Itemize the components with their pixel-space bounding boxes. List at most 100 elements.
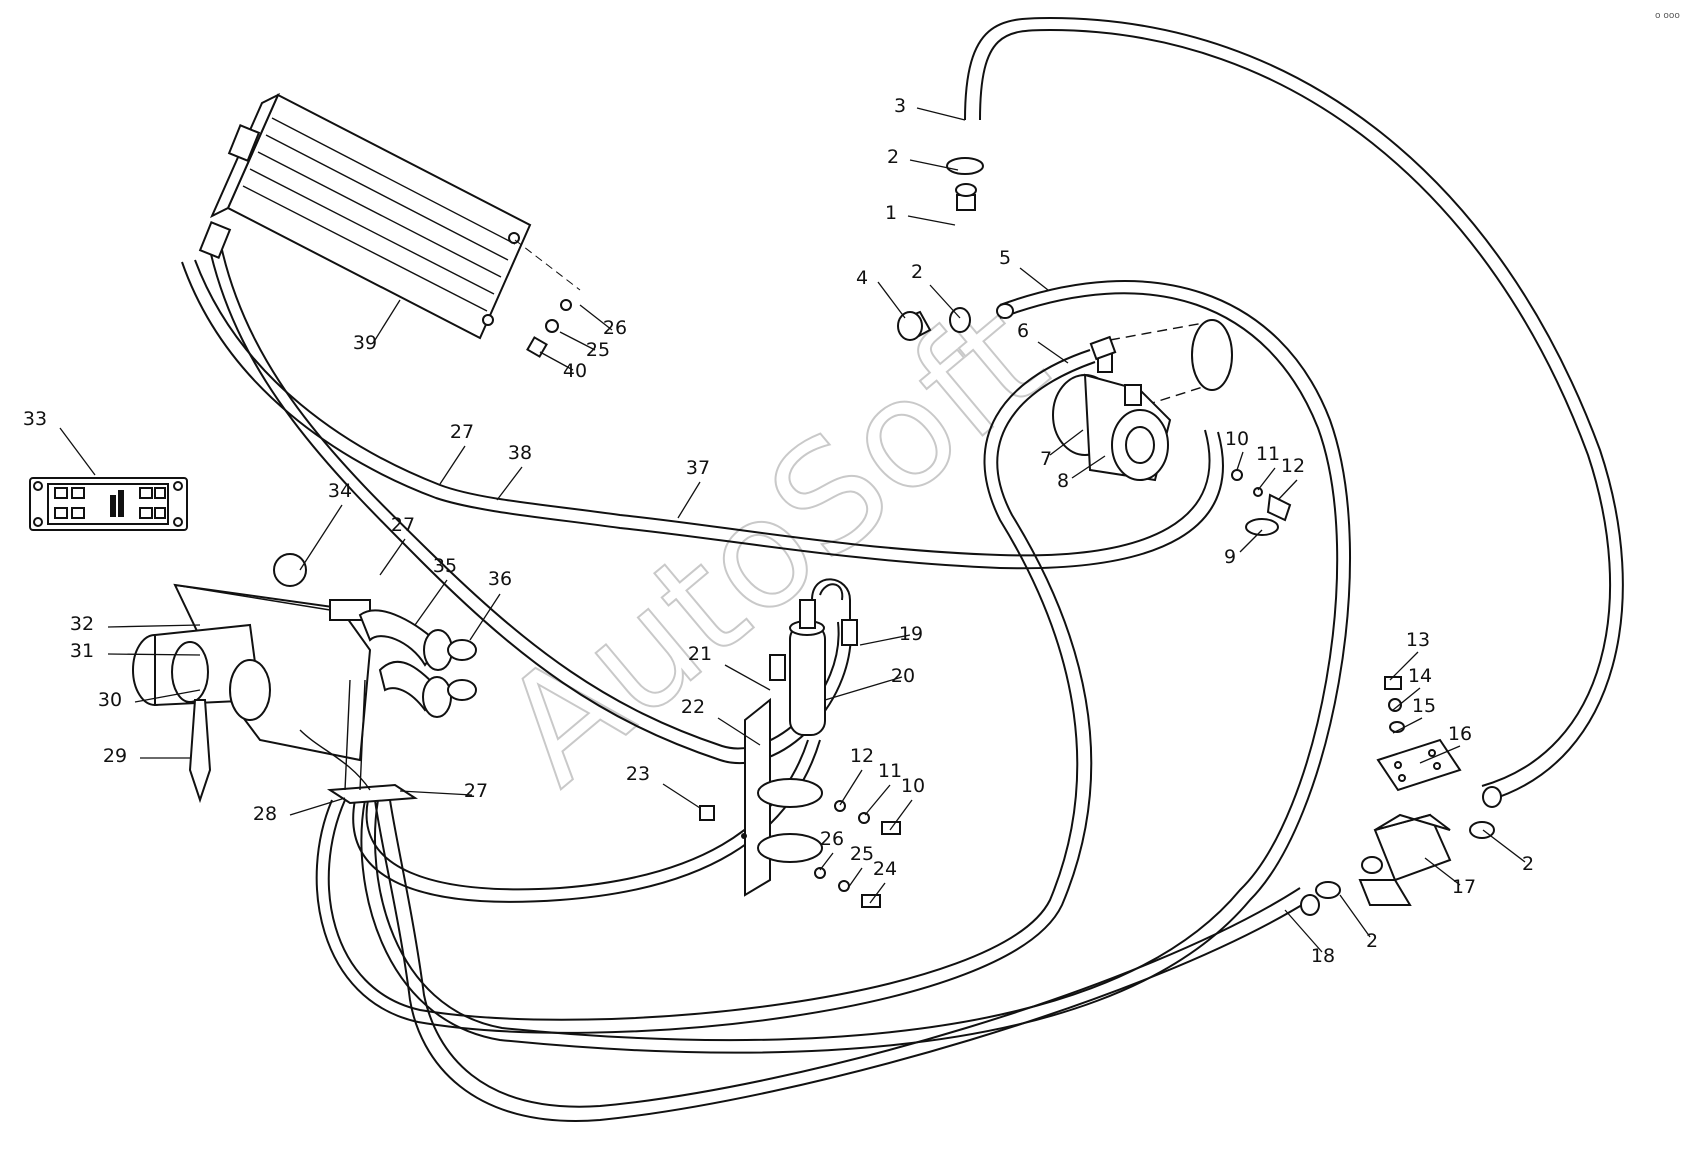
callout-leader-c-31 xyxy=(107,653,201,656)
callout-label-c-26a: 26 xyxy=(603,317,627,339)
callout-leader-c-5 xyxy=(1019,267,1049,291)
callout-label-c-8: 8 xyxy=(1057,470,1069,492)
callout-label-c-25a: 25 xyxy=(586,339,610,361)
callout-leader-c-34 xyxy=(299,504,343,571)
callout-label-c-34: 34 xyxy=(328,480,352,502)
callout-label-c-11b: 11 xyxy=(878,760,902,782)
callout-label-c-10a: 10 xyxy=(1225,428,1249,450)
callout-label-c-2b: 2 xyxy=(911,261,923,283)
callout-leader-c-11a xyxy=(1257,467,1276,491)
callout-leader-c-38 xyxy=(496,466,523,501)
callout-leader-c-1 xyxy=(907,215,956,226)
callout-label-c-24: 24 xyxy=(873,858,897,880)
callout-leader-c-2c xyxy=(1482,829,1526,863)
callout-label-c-10b: 10 xyxy=(901,775,925,797)
callout-leader-c-10a xyxy=(1236,451,1244,471)
callout-leader-c-37 xyxy=(677,481,701,519)
callout-leader-c-30 xyxy=(134,689,201,703)
callout-leader-c-26a xyxy=(579,304,613,331)
callout-label-c-17: 17 xyxy=(1452,876,1476,898)
callout-label-c-31: 31 xyxy=(70,640,94,662)
callout-label-c-7: 7 xyxy=(1040,448,1052,470)
callout-leader-c-12a xyxy=(1277,479,1298,501)
callout-label-c-2a: 2 xyxy=(887,146,899,168)
callout-leader-c-25b xyxy=(847,867,863,889)
callout-leader-c-3a xyxy=(916,107,966,121)
callout-leader-c-11b xyxy=(864,784,891,816)
callout-label-c-38: 38 xyxy=(508,442,532,464)
watermark: AutoSoft xyxy=(471,270,1076,817)
callout-label-c-25b: 25 xyxy=(850,843,874,865)
control-panel-33 xyxy=(29,477,188,531)
callout-label-c-16: 16 xyxy=(1448,723,1472,745)
callout-leader-c-36 xyxy=(469,593,501,641)
callout-label-c-2d: 2 xyxy=(1366,930,1378,952)
callout-label-c-37: 37 xyxy=(686,457,710,479)
callout-label-c-3a: 3 xyxy=(894,95,906,117)
callout-leader-c-20 xyxy=(824,676,903,701)
callout-label-c-26b: 26 xyxy=(820,828,844,850)
callout-leader-c-39 xyxy=(374,299,401,341)
callout-label-c-27b: 27 xyxy=(391,514,415,536)
callout-leader-c-28 xyxy=(289,797,346,816)
callout-leader-c-27a xyxy=(439,445,466,485)
callout-leader-c-33 xyxy=(59,427,96,476)
callout-label-c-15: 15 xyxy=(1412,695,1436,717)
callout-label-c-1: 1 xyxy=(885,202,897,224)
compressor-8 xyxy=(1052,319,1292,536)
callout-label-c-29: 29 xyxy=(103,745,127,767)
callout-leader-c-18 xyxy=(1284,909,1323,953)
callout-label-c-36: 36 xyxy=(488,568,512,590)
callout-label-c-22: 22 xyxy=(681,696,705,718)
callout-label-c-35: 35 xyxy=(433,555,457,577)
callout-leader-c-17 xyxy=(1424,857,1461,886)
callout-label-c-28: 28 xyxy=(253,803,277,825)
callout-leader-c-8 xyxy=(1071,455,1106,479)
callout-label-c-13: 13 xyxy=(1406,629,1430,651)
fittings-1-4 xyxy=(897,157,1014,341)
callout-leader-c-27b xyxy=(379,538,406,576)
callout-leader-c-15 xyxy=(1392,717,1423,734)
callout-label-c-19: 19 xyxy=(899,623,923,645)
callout-leader-c-35 xyxy=(414,579,448,626)
callout-leader-c-7 xyxy=(1049,429,1084,456)
condenser-39 xyxy=(198,92,581,358)
callout-leader-c-40 xyxy=(539,351,574,371)
callout-label-c-2c: 2 xyxy=(1522,853,1534,875)
callout-leader-c-19 xyxy=(859,634,911,646)
callout-label-c-40: 40 xyxy=(563,360,587,382)
callout-label-c-14: 14 xyxy=(1408,665,1432,687)
callout-label-c-21: 21 xyxy=(688,643,712,665)
evaporator-unit xyxy=(132,553,477,805)
callout-label-c-32: 32 xyxy=(70,613,94,635)
callout-leader-c-2a xyxy=(909,159,959,171)
callout-label-c-11a: 11 xyxy=(1256,443,1280,465)
callout-leader-c-2d xyxy=(1339,894,1371,938)
callout-leader-c-16 xyxy=(1419,745,1461,764)
callout-leader-c-21 xyxy=(724,664,771,691)
callout-label-c-12b: 12 xyxy=(850,745,874,767)
callout-leader-c-22 xyxy=(717,717,761,746)
callout-leader-c-32 xyxy=(107,624,201,628)
callout-label-c-6: 6 xyxy=(1017,320,1029,342)
callout-leader-c-13 xyxy=(1389,651,1419,681)
callout-leader-c-27c xyxy=(399,790,473,796)
valve-17 xyxy=(1300,676,1502,916)
callout-label-c-5: 5 xyxy=(999,247,1011,269)
callout-leader-c-2b xyxy=(929,284,961,319)
callout-leader-c-4 xyxy=(877,281,906,319)
callout-leader-c-25a xyxy=(559,331,596,351)
receiver-drier-20 xyxy=(699,578,901,908)
callout-leader-c-9 xyxy=(1239,529,1263,553)
callout-label-c-20: 20 xyxy=(891,665,915,687)
callout-label-c-33: 33 xyxy=(23,408,47,430)
callout-label-c-27a: 27 xyxy=(450,421,474,443)
callout-label-c-30: 30 xyxy=(98,689,122,711)
callout-leader-c-24 xyxy=(869,882,886,904)
callout-leader-c-12b xyxy=(839,769,863,806)
callout-label-c-27c: 27 xyxy=(464,780,488,802)
callout-leader-c-14 xyxy=(1392,687,1421,711)
callout-leader-c-26b xyxy=(819,852,834,871)
